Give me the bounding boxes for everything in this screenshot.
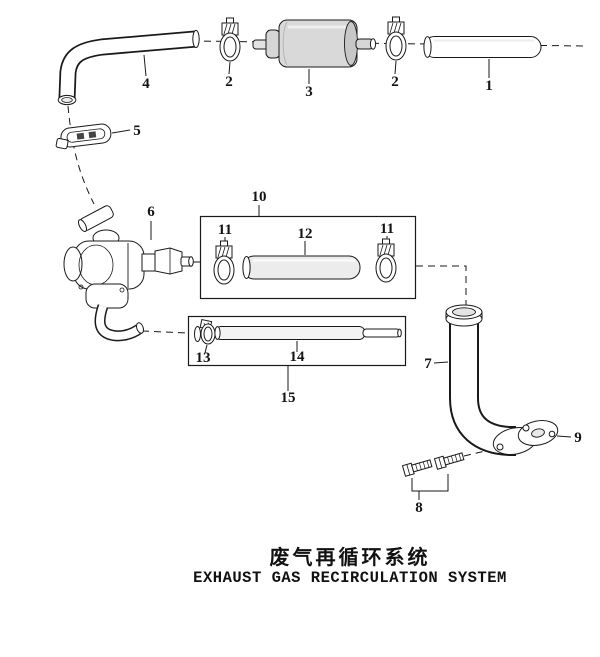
callout-11b: 11	[380, 221, 394, 237]
part-14-tube	[214, 326, 402, 340]
part-6-egr-valve	[63, 205, 194, 342]
title-english: EXHAUST GAS RECIRCULATION SYSTEM	[193, 569, 507, 587]
callout-6: 6	[147, 204, 155, 220]
title-chinese: 废气再循环系统	[269, 547, 431, 569]
callout-3: 3	[305, 84, 313, 100]
part-4-elbow-hose	[57, 29, 200, 106]
part-13-small-clamp	[194, 318, 216, 345]
callout-12: 12	[298, 226, 313, 242]
assembly-dashed-lines	[67, 40, 585, 457]
callout-5: 5	[133, 123, 141, 139]
part-3-canister	[252, 19, 377, 68]
callout-2a: 2	[225, 74, 233, 90]
callout-11a: 11	[218, 222, 232, 238]
part-11-clamp-b	[375, 238, 397, 283]
part-2-clamp-a	[219, 17, 241, 62]
part-9-flange	[492, 420, 559, 456]
callout-10: 10	[252, 189, 267, 205]
callout-9: 9	[574, 430, 582, 446]
callout-1: 1	[485, 78, 493, 94]
part-7-downpipe	[445, 304, 516, 456]
callout-14: 14	[290, 349, 306, 365]
part-5-band-clamp	[55, 123, 112, 150]
callout-15: 15	[281, 390, 296, 406]
part-2-clamp-b	[385, 16, 407, 61]
callout-4: 4	[142, 76, 150, 92]
part-8-bolt-a	[401, 457, 433, 477]
callout-7: 7	[424, 356, 432, 372]
callout-2b: 2	[391, 74, 399, 90]
callout-8: 8	[415, 500, 423, 516]
group-frame-10	[199, 215, 417, 300]
part-12-hose	[242, 255, 361, 280]
callout-13: 13	[196, 350, 211, 366]
group-frame-15	[187, 315, 407, 367]
part-8-bolt-b	[433, 450, 465, 470]
part-11-clamp-a	[213, 240, 235, 285]
part-1-pipe	[423, 36, 542, 58]
callout-leader-lines	[111, 54, 572, 500]
